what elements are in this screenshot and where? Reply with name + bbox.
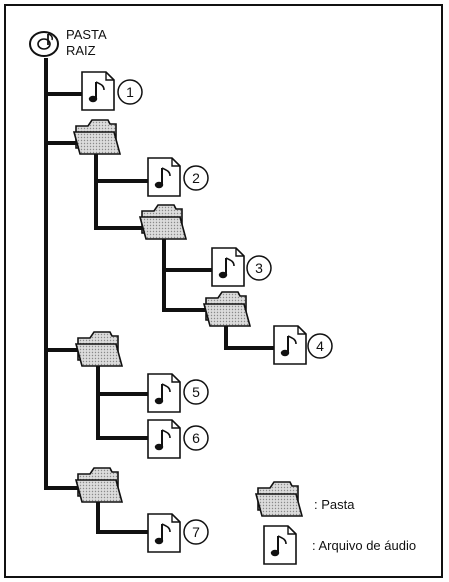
file-number-marker-5: 5 [183, 379, 209, 405]
legend-audio-file-label: : Arquivo de áudio [312, 538, 416, 553]
file-number: 3 [255, 260, 263, 276]
legend-folder-icon [255, 481, 303, 517]
root-label-line1: PASTA [66, 27, 107, 42]
legend-folder-label: : Pasta [314, 497, 355, 512]
audio-file-icon [147, 373, 181, 413]
file-number: 4 [316, 338, 324, 354]
file-number-marker-6: 6 [183, 425, 209, 451]
folder-icon [139, 204, 187, 240]
folder-icon [203, 291, 251, 327]
legend: : Pasta : Arquivo de áudio [255, 481, 416, 565]
legend-audio-file-icon [263, 525, 297, 565]
audio-file-icon [211, 247, 245, 287]
folder-icon [75, 467, 123, 503]
file-number: 6 [192, 430, 200, 446]
file-number-markers: 1 2 3 4 5 6 7 [117, 79, 333, 545]
audio-file-icon [273, 325, 307, 365]
root-disc-icon [29, 31, 59, 57]
file-number: 7 [192, 524, 200, 540]
audio-file-icon [81, 71, 115, 111]
audio-file-icon [147, 513, 181, 553]
file-number: 1 [126, 84, 134, 100]
root-label-line2: RAIZ [66, 43, 96, 58]
audio-file-icon [147, 419, 181, 459]
file-number: 5 [192, 384, 200, 400]
file-number-marker-4: 4 [307, 333, 333, 359]
file-number-marker-3: 3 [246, 255, 272, 281]
folder-icon [75, 331, 123, 367]
file-number: 2 [192, 170, 200, 186]
file-number-marker-1: 1 [117, 79, 143, 105]
file-number-marker-2: 2 [183, 165, 209, 191]
file-number-marker-7: 7 [183, 519, 209, 545]
audio-file-icon [147, 157, 181, 197]
folder-icon [73, 119, 121, 155]
